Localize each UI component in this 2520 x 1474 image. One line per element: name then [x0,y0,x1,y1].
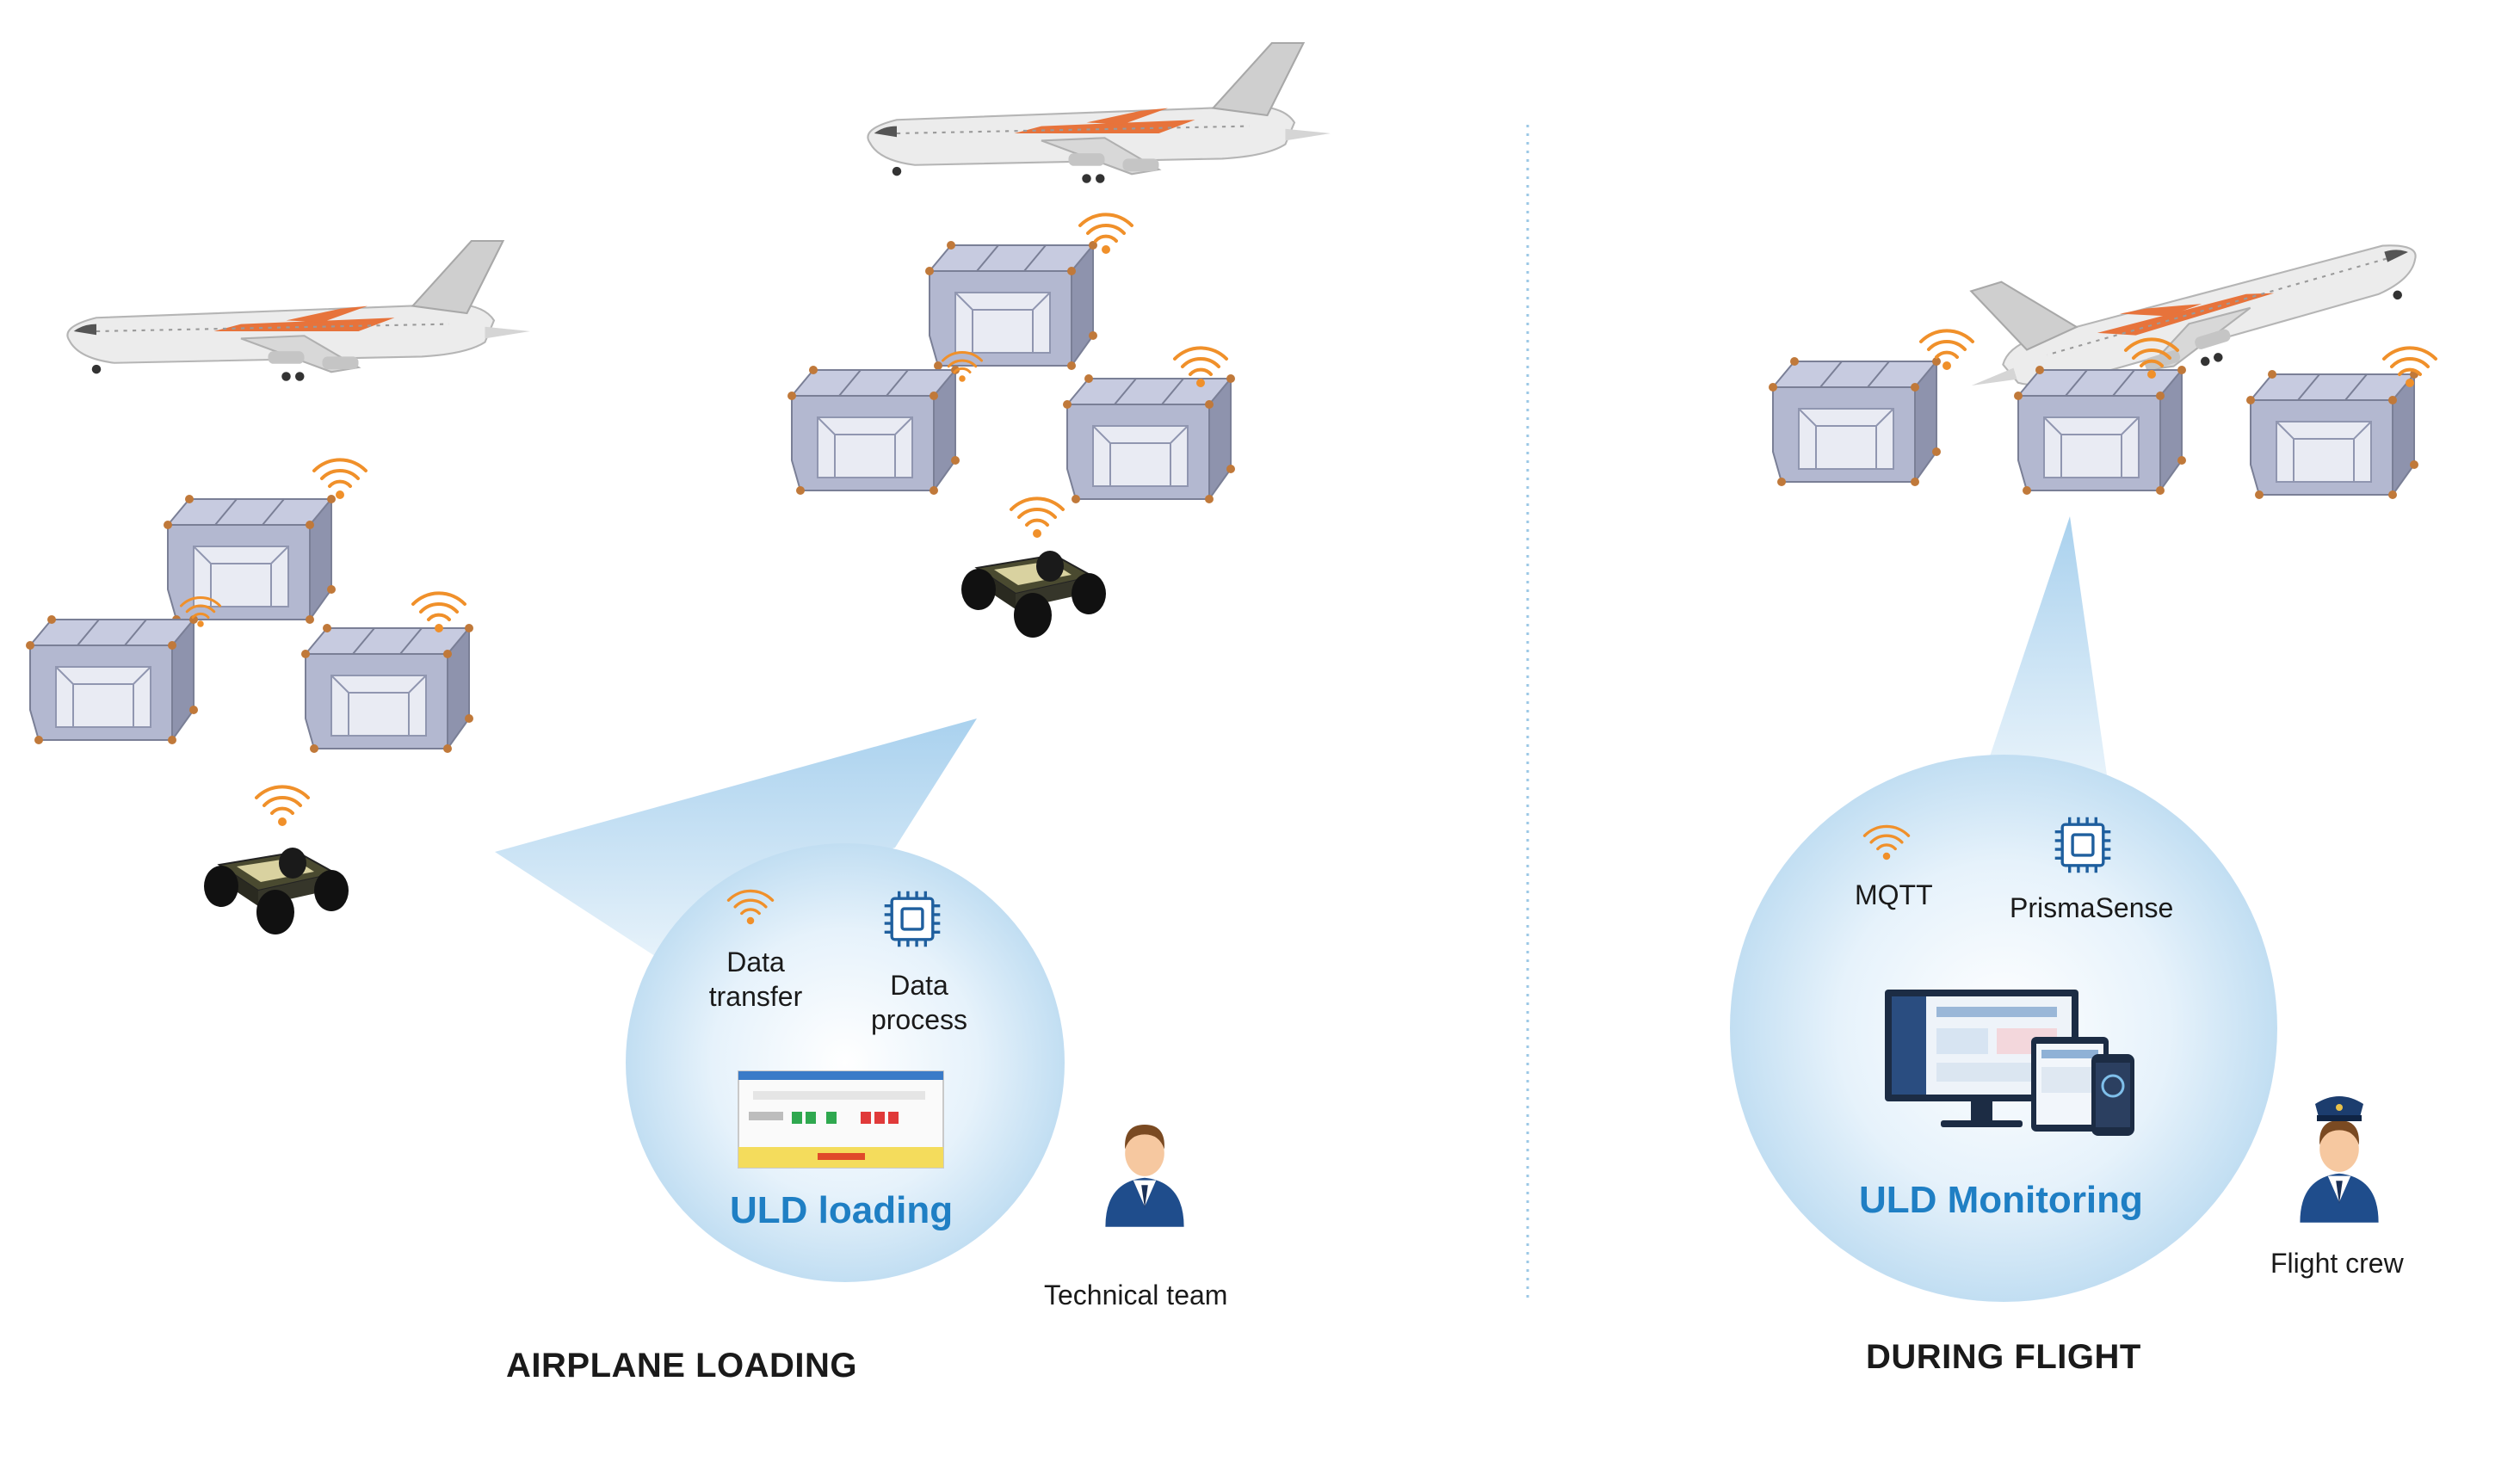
wifi-icon [255,785,310,828]
chip-icon [2053,816,2113,874]
dashboard-screen-icon [738,1070,944,1169]
plane-left-2 [867,41,1332,184]
pilot-icon [2300,1096,2379,1223]
dashboard-screen-icon [1885,990,2134,1136]
chip-icon [882,889,942,949]
uld-container-icon [2245,369,2419,500]
wifi-icon [1010,496,1065,540]
uld-container-icon [163,494,337,625]
flight-crew-label: Flight crew [2270,1248,2404,1279]
speech-bubble-loading [495,718,1065,1282]
data-process-label: Data process [870,970,968,1035]
robot-vehicle-icon [203,847,349,935]
technical-team-label: Technical team [1044,1280,1228,1311]
robot-vehicle-icon [960,550,1107,638]
mqtt-label: MQTT [1855,879,1933,910]
uld-container-icon [2013,365,2187,496]
uld-container-icon [787,365,960,496]
technician-icon [1105,1125,1184,1227]
uld-loading-title: ULD loading [730,1189,954,1231]
wifi-icon [312,458,368,501]
uld-container-icon [1768,356,1942,487]
prismasense-label: PrismaSense [2010,892,2174,923]
data-transfer-label: Data transfer [708,947,803,1012]
uld-container-icon [300,623,474,754]
wifi-icon [411,591,466,634]
uld-monitoring-title: ULD Monitoring [1859,1179,2143,1221]
plane-left-1 [66,239,532,382]
section-title-loading: AIRPLANE LOADING [506,1347,857,1385]
uld-container-icon [924,240,1098,371]
uld-container-icon [1062,373,1236,504]
uld-container-icon [25,614,199,745]
section-title-flight: DURING FLIGHT [1866,1338,2141,1376]
